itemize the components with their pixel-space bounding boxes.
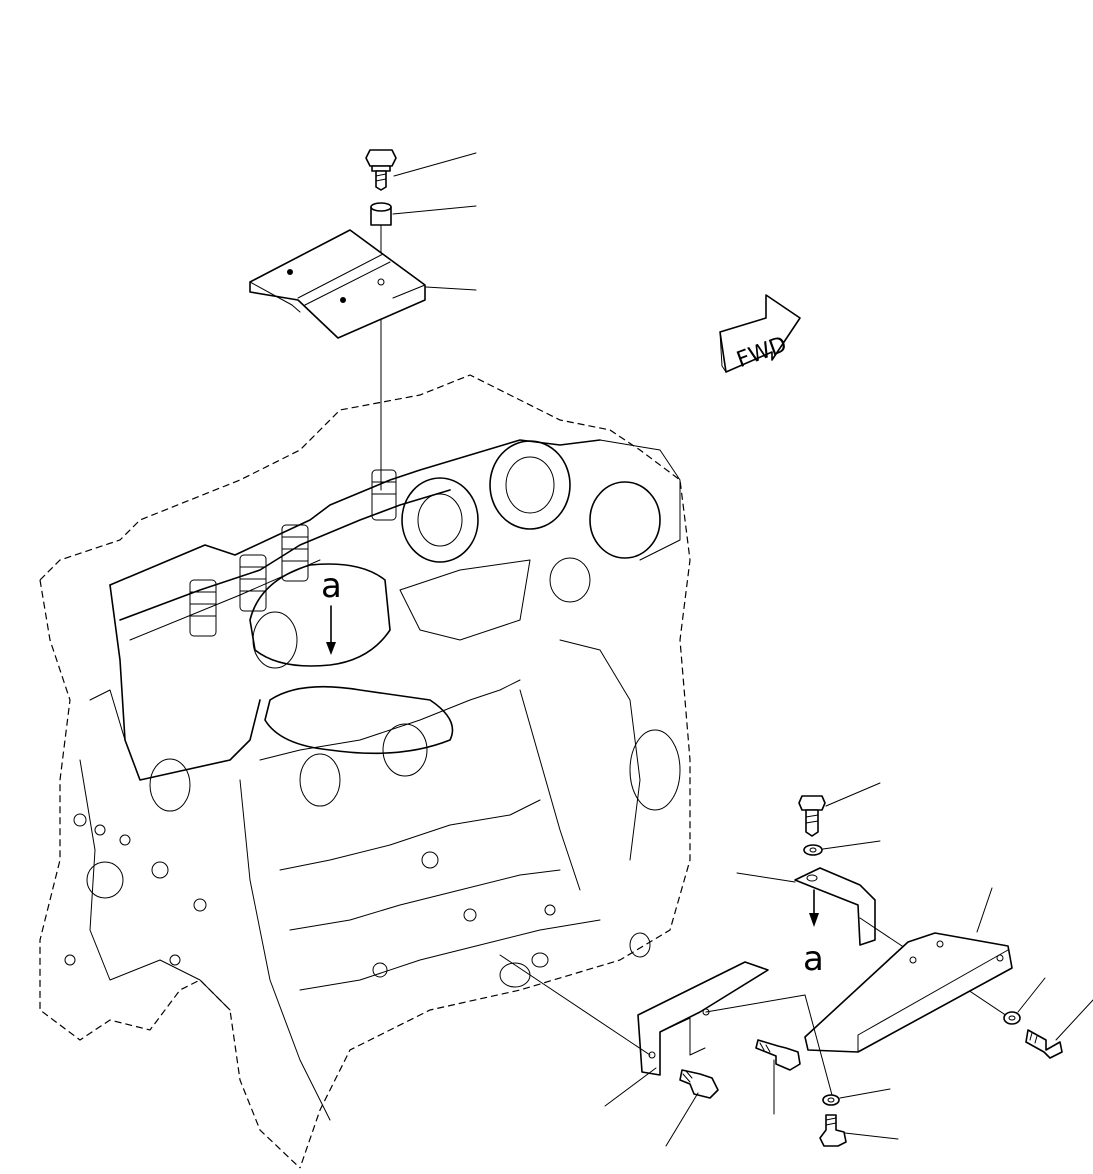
bolt-bottom-mid[interactable] bbox=[755, 1039, 801, 1071]
washer-lower-right[interactable] bbox=[1003, 1011, 1021, 1025]
view-marker-a-top: a bbox=[321, 566, 342, 655]
washer-right[interactable] bbox=[803, 844, 823, 856]
bracket-large[interactable] bbox=[804, 932, 1013, 1053]
view-marker-a-bottom: a bbox=[803, 889, 824, 979]
fwd-arrow-icon: FWD bbox=[719, 294, 801, 373]
bolt-bottom-left[interactable] bbox=[679, 1069, 719, 1099]
cover-plate[interactable] bbox=[249, 229, 426, 339]
spacer[interactable] bbox=[370, 202, 392, 226]
engine-block bbox=[39, 374, 691, 1169]
bolt-right[interactable] bbox=[798, 795, 826, 837]
bracket-lower[interactable] bbox=[637, 961, 769, 1076]
view-marker-bottom-label: a bbox=[803, 939, 824, 979]
bolt-lower-right[interactable] bbox=[1025, 1029, 1063, 1059]
washer-bottom[interactable] bbox=[822, 1094, 840, 1106]
bolt-bottom[interactable] bbox=[819, 1114, 847, 1147]
bolt-top[interactable] bbox=[365, 149, 397, 191]
valve-springs bbox=[189, 469, 397, 637]
view-marker-top-label: a bbox=[321, 566, 342, 606]
bracket-small[interactable] bbox=[794, 867, 876, 946]
